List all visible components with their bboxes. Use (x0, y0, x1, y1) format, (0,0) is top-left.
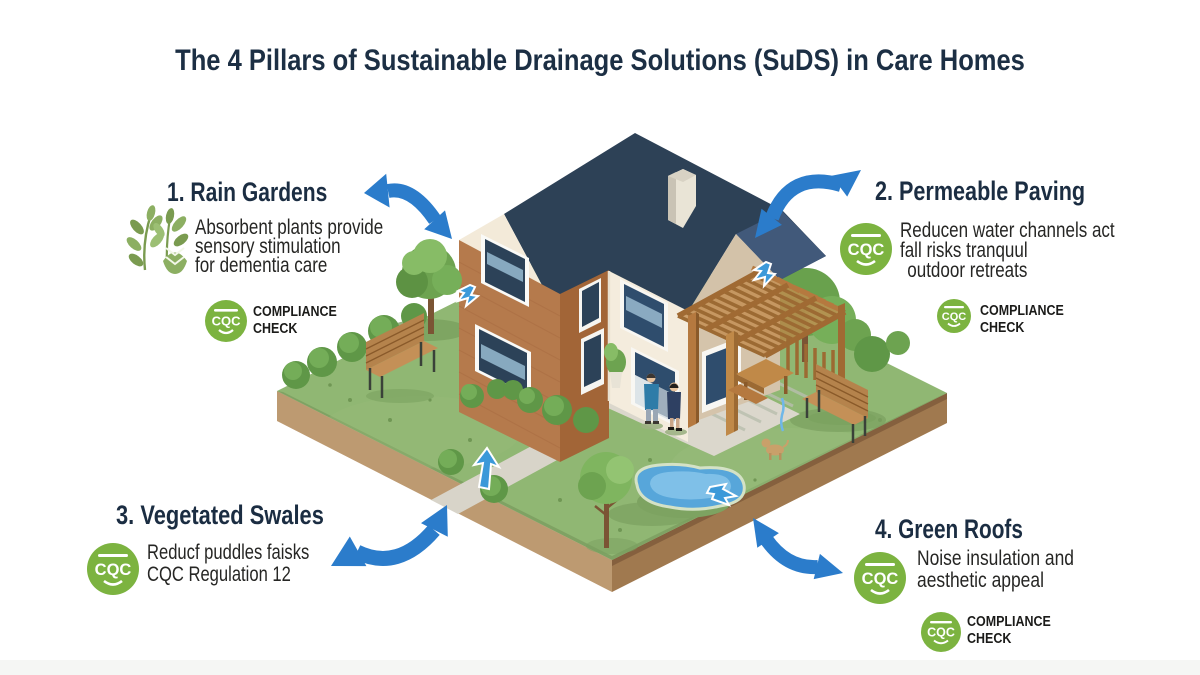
svg-text:CQC: CQC (212, 314, 242, 329)
svg-text:CQC: CQC (95, 561, 132, 579)
svg-text:CQC: CQC (848, 241, 885, 259)
svg-text:CQC: CQC (862, 570, 899, 588)
svg-text:CQC: CQC (927, 626, 955, 640)
svg-text:CQC: CQC (942, 311, 967, 323)
